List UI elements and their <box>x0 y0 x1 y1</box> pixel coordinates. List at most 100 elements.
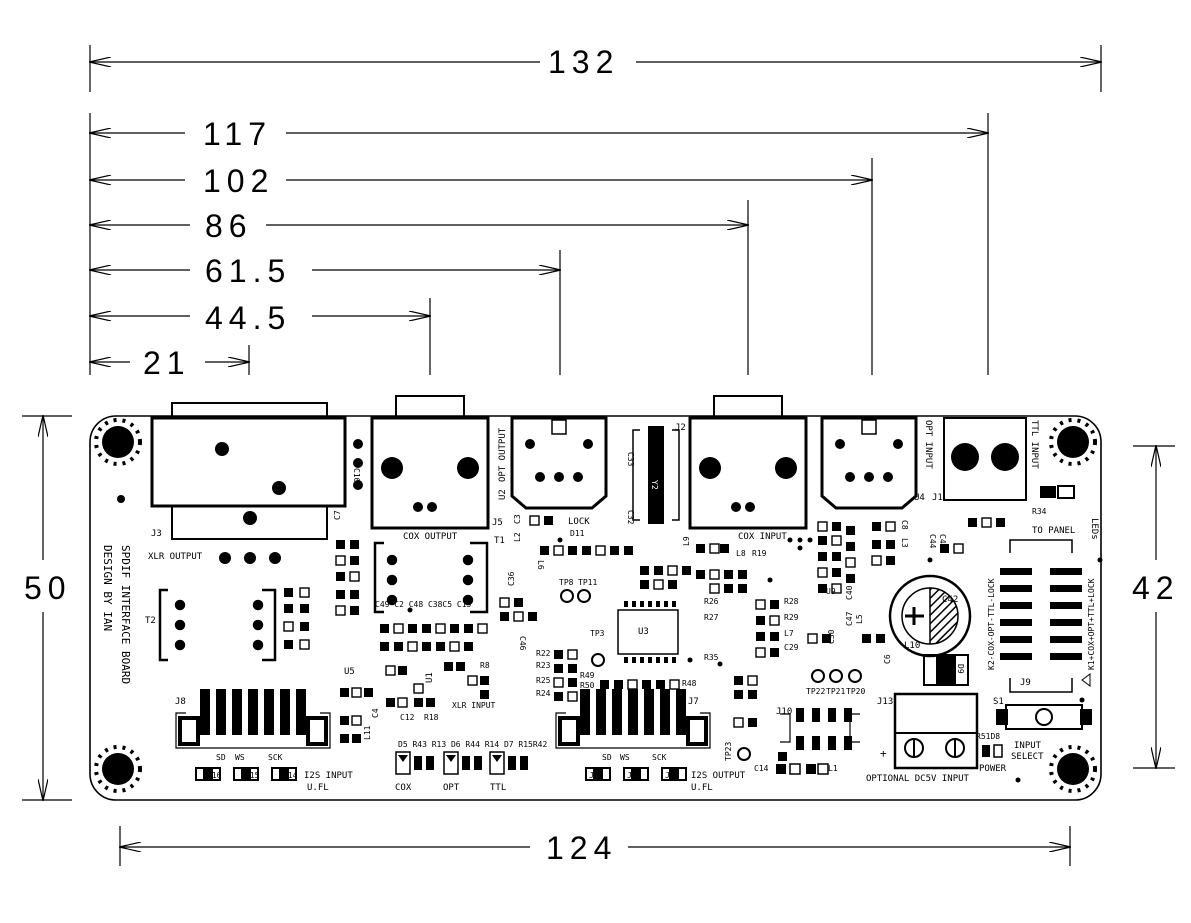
smd-pad <box>831 583 842 594</box>
smd-pad <box>283 621 294 632</box>
smd-pad <box>696 544 705 553</box>
j7-header <box>555 689 711 749</box>
board-title-line2: DESIGN BY IAN <box>101 545 114 631</box>
smd-pad <box>640 580 649 589</box>
r49-label: R49 <box>580 671 595 680</box>
smd-pad <box>654 566 663 575</box>
smd-pad <box>696 570 705 579</box>
r34-resistor <box>1040 485 1075 499</box>
ws-left-label: WS <box>235 753 245 762</box>
j10-label: J10 <box>776 707 792 717</box>
test-points <box>560 589 862 761</box>
dim-117: 117 <box>203 116 272 152</box>
cox-led-label: COX <box>395 783 412 793</box>
dim-44-5: 44.5 <box>205 300 291 336</box>
r26-label: R26 <box>704 597 719 606</box>
smd-pad <box>364 688 373 697</box>
d11-label: D11 <box>570 529 585 538</box>
via <box>687 657 693 663</box>
mounting-hole-bl <box>94 745 142 793</box>
smd-pad <box>872 540 881 549</box>
i2s-input-label: I2S INPUT <box>304 771 353 781</box>
smd-pad <box>340 734 349 743</box>
dim-61-5: 61.5 <box>205 253 291 289</box>
smd-pad <box>818 584 827 593</box>
smd-pad <box>450 624 459 633</box>
smd-pad <box>846 526 855 535</box>
smd-pad <box>554 650 563 659</box>
side-dimensions <box>22 416 1175 866</box>
u1-label: U1 <box>425 672 435 683</box>
via <box>717 661 723 667</box>
d9-diode <box>923 654 969 686</box>
smd-pad <box>886 540 895 549</box>
smd-pad <box>968 518 977 527</box>
smd-pad <box>600 680 609 689</box>
smd-pad <box>422 642 431 651</box>
smd-pad <box>755 647 766 658</box>
c7-label: C7 <box>333 510 342 520</box>
smd-pad <box>284 604 293 613</box>
input-label: INPUT <box>1014 741 1042 751</box>
cox-output-connector <box>370 395 490 530</box>
ufl-connectors-left <box>195 767 297 781</box>
via <box>797 537 803 543</box>
j8-label: J8 <box>175 697 186 707</box>
smd-pad <box>350 606 359 615</box>
via <box>1015 777 1021 783</box>
smd-pad <box>568 664 577 673</box>
smd-pad <box>340 716 349 725</box>
smd-pad <box>876 634 885 643</box>
j16-label: J16 <box>207 771 222 780</box>
smd-pad <box>669 679 680 690</box>
board-title-line1: SPDIF INTERFACE BOARD <box>119 545 132 684</box>
smd-pad <box>871 555 882 566</box>
smd-pad <box>846 574 855 583</box>
smd-pad <box>499 597 510 608</box>
ws-right-label: WS <box>620 753 630 762</box>
smd-pad <box>738 570 747 579</box>
smd-pad <box>845 557 856 568</box>
smd-pad <box>862 634 871 643</box>
c42-label: C42 <box>942 595 958 605</box>
smd-pad <box>886 556 895 565</box>
opt-input-label: OPT INPUT <box>923 420 933 469</box>
c14-l1-parts <box>776 763 829 775</box>
ufl-left-label: U.FL <box>307 783 329 793</box>
smd-pad <box>436 642 445 651</box>
d9-label: D9 <box>956 664 965 674</box>
smd-pad <box>352 734 361 743</box>
smd-pad <box>385 665 396 676</box>
smd-pad <box>456 662 465 671</box>
smd-pad <box>755 599 766 610</box>
smd-pad <box>397 697 408 708</box>
dim-124: 124 <box>546 830 617 866</box>
u2-label: U2 <box>498 489 508 500</box>
smd-pad <box>734 676 743 685</box>
smd-pad <box>756 632 765 641</box>
y2-label: Y2 <box>650 480 659 490</box>
smd-pad <box>748 690 757 699</box>
j19-label: J19 <box>589 771 604 780</box>
r8-label: R8 <box>480 661 490 670</box>
smd-pad <box>582 546 591 555</box>
smd-pad <box>426 698 435 707</box>
status-leds <box>395 751 528 775</box>
opt-input-connector <box>820 416 918 510</box>
smd-pad <box>284 588 293 597</box>
i2s-output-label: I2S OUTPUT <box>691 771 746 781</box>
smd-pad <box>554 664 563 673</box>
via <box>467 597 473 603</box>
smd-pad <box>477 623 488 634</box>
smd-pad <box>340 688 349 697</box>
dim-21: 21 <box>143 345 191 381</box>
smd-pad <box>720 544 729 553</box>
c16-component <box>353 439 363 490</box>
smd-pad <box>831 535 842 546</box>
smd-pad <box>413 683 424 694</box>
smd-pad <box>480 690 489 699</box>
fiducial-dot <box>117 495 125 503</box>
j18-label: J18 <box>627 771 642 780</box>
